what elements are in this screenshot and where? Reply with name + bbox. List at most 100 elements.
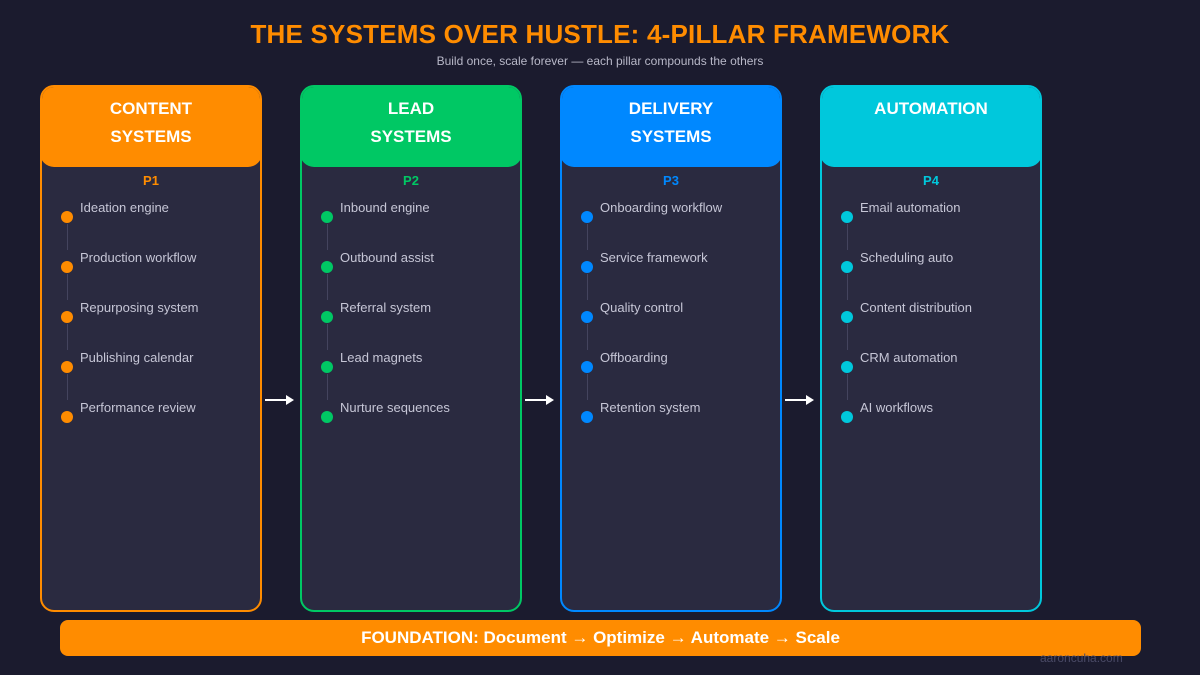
connector-line — [586, 224, 588, 250]
pillar-delivery-systems: DELIVERY SYSTEMS P3 Onboarding workflow … — [560, 85, 782, 612]
connector-line — [846, 274, 848, 300]
pillar-title-line1: AUTOMATION — [874, 99, 988, 118]
list-item: Onboarding workflow — [562, 200, 780, 250]
list-item: AI workflows — [822, 400, 1040, 450]
arrow-right-icon — [525, 394, 555, 406]
list-item: Content distribution — [822, 300, 1040, 350]
item-label: Scheduling auto — [860, 250, 954, 265]
list-item: Referral system — [302, 300, 520, 350]
pillar-title-line2: SYSTEMS — [110, 127, 192, 146]
list-item: Retention system — [562, 400, 780, 450]
foundation-banner: FOUNDATION: Document → Optimize → Automa… — [60, 620, 1141, 656]
item-label: Publishing calendar — [80, 350, 194, 365]
pillar-title-line1: CONTENT — [109, 99, 193, 118]
item-label: CRM automation — [860, 350, 958, 365]
list-item: Publishing calendar — [42, 350, 260, 400]
list-item: Service framework — [562, 250, 780, 300]
arrow-right-icon — [785, 394, 815, 406]
bullet-dot-icon — [61, 261, 73, 273]
pillar-items: Onboarding workflow Service framework Qu… — [562, 200, 780, 450]
pillar-title-line2: SYSTEMS — [370, 127, 452, 146]
page-subtitle: Build once, scale forever — each pillar … — [436, 54, 764, 68]
bullet-dot-icon — [61, 311, 73, 323]
connector-line — [326, 274, 328, 300]
item-label: Ideation engine — [80, 200, 169, 215]
item-label: Email automation — [860, 200, 961, 215]
connector-line — [66, 324, 68, 350]
bullet-dot-icon — [321, 211, 333, 223]
connector-line — [846, 374, 848, 400]
bullet-dot-icon — [321, 411, 333, 423]
bullet-dot-icon — [321, 311, 333, 323]
bullet-dot-icon — [321, 361, 333, 373]
item-label: Production workflow — [80, 250, 197, 265]
pillar-header: DELIVERY SYSTEMS — [562, 87, 780, 167]
list-item: Email automation — [822, 200, 1040, 250]
pillar-title-line1: DELIVERY — [628, 99, 714, 118]
pillar-tag: P4 — [923, 173, 939, 188]
pillar-header: CONTENT SYSTEMS — [42, 87, 260, 167]
connector-line — [846, 224, 848, 250]
pillar-lead-systems: LEAD SYSTEMS P2 Inbound engine Outbound … — [300, 85, 522, 612]
item-label: Outbound assist — [340, 250, 434, 265]
pillar-tag: P1 — [143, 173, 159, 188]
connector-line — [846, 324, 848, 350]
bullet-dot-icon — [841, 261, 853, 273]
connector-line — [326, 374, 328, 400]
list-item: Ideation engine — [42, 200, 260, 250]
item-label: Quality control — [600, 300, 684, 315]
connector-line — [66, 374, 68, 400]
pillar-title-line1: LEAD — [387, 99, 435, 118]
bullet-dot-icon — [321, 261, 333, 273]
item-label: Offboarding — [600, 350, 668, 365]
item-label: Nurture sequences — [340, 400, 450, 415]
item-label: Content distribution — [860, 300, 973, 315]
item-label: Service framework — [600, 250, 708, 265]
list-item: Offboarding — [562, 350, 780, 400]
bullet-dot-icon — [841, 311, 853, 323]
bullet-dot-icon — [581, 261, 593, 273]
connector-line — [586, 324, 588, 350]
list-item: Lead magnets — [302, 350, 520, 400]
item-label: AI workflows — [860, 400, 933, 415]
list-item: Nurture sequences — [302, 400, 520, 450]
pillar-tag: P3 — [663, 173, 679, 188]
connector-line — [66, 274, 68, 300]
list-item: Scheduling auto — [822, 250, 1040, 300]
pillar-items: Ideation engine Production workflow Repu… — [42, 200, 260, 450]
item-label: Repurposing system — [80, 300, 199, 315]
list-item: Production workflow — [42, 250, 260, 300]
bullet-dot-icon — [581, 311, 593, 323]
bullet-dot-icon — [61, 211, 73, 223]
connector-line — [586, 274, 588, 300]
list-item: Quality control — [562, 300, 780, 350]
bullet-dot-icon — [61, 361, 73, 373]
pillar-items: Email automation Scheduling auto Content… — [822, 200, 1040, 450]
item-label: Performance review — [80, 400, 196, 415]
list-item: Inbound engine — [302, 200, 520, 250]
connector-line — [326, 324, 328, 350]
bullet-dot-icon — [581, 361, 593, 373]
bullet-dot-icon — [581, 211, 593, 223]
page-title: THE SYSTEMS OVER HUSTLE: 4-PILLAR FRAMEW… — [250, 19, 950, 49]
bullet-dot-icon — [841, 211, 853, 223]
item-label: Inbound engine — [340, 200, 430, 215]
pillar-tag: P2 — [403, 173, 419, 188]
bullet-dot-icon — [841, 411, 853, 423]
pillar-content-systems: CONTENT SYSTEMS P1 Ideation engine Produ… — [40, 85, 262, 612]
bullet-dot-icon — [61, 411, 73, 423]
pillar-items: Inbound engine Outbound assist Referral … — [302, 200, 520, 450]
list-item: Performance review — [42, 400, 260, 450]
connector-line — [66, 224, 68, 250]
item-label: Retention system — [600, 400, 701, 415]
list-item: Outbound assist — [302, 250, 520, 300]
arrow-right-icon — [265, 394, 295, 406]
item-label: Lead magnets — [340, 350, 423, 365]
connector-line — [326, 224, 328, 250]
list-item: Repurposing system — [42, 300, 260, 350]
bullet-dot-icon — [841, 361, 853, 373]
bullet-dot-icon — [581, 411, 593, 423]
pillar-header: LEAD SYSTEMS — [302, 87, 520, 167]
pillar-header: AUTOMATION — [822, 87, 1040, 167]
list-item: CRM automation — [822, 350, 1040, 400]
